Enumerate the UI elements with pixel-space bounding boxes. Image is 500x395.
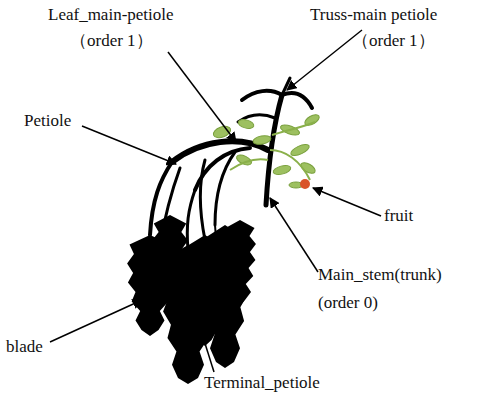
leader-lines: [50, 30, 381, 372]
part-label: fruit: [384, 207, 413, 226]
part-label: （order 1）: [352, 32, 435, 51]
green-leaflets: [212, 113, 321, 188]
leaf-blade: [224, 220, 256, 306]
part-label: Petiole: [24, 112, 71, 131]
part-label: (order 0): [318, 294, 378, 313]
leaf-blades: [127, 215, 256, 384]
part-label: Truss-main petiole: [310, 6, 437, 25]
part-label: （order 1）: [70, 32, 153, 51]
part-label: Leaf_main-petiole: [48, 6, 174, 25]
green-stems: [230, 122, 315, 180]
part-label: blade: [6, 338, 43, 357]
main-stem: [238, 78, 312, 205]
leaf-blade: [152, 215, 188, 306]
fruit-dot: [300, 179, 310, 189]
part-label: Terminal_petiole: [204, 374, 320, 393]
part-label: Main_stem(trunk): [318, 266, 442, 285]
petioles: [148, 141, 268, 375]
